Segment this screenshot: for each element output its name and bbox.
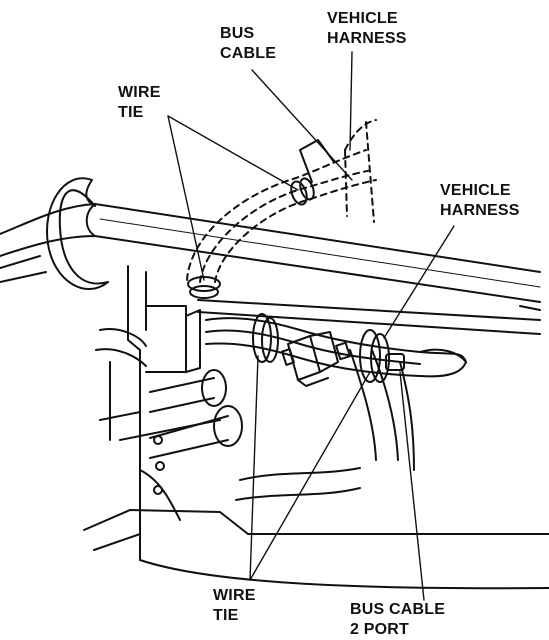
wire-tie-label-top: WIRE TIE xyxy=(118,83,161,123)
wire-tie-bottom-line2: TIE xyxy=(213,607,239,624)
bus-cable-connector xyxy=(281,331,351,387)
vehicle-harness-top-line2: HARNESS xyxy=(327,30,407,47)
vehicle-harness-label-right: VEHICLE HARNESS xyxy=(440,181,520,221)
left-hook xyxy=(0,177,109,291)
upper-wire-tie xyxy=(290,139,335,206)
bus-cable-label-top: BUS CABLE xyxy=(220,24,276,64)
vehicle-harness-label-top: VEHICLE HARNESS xyxy=(327,9,407,49)
bus-cable-top-line2: CABLE xyxy=(220,45,277,62)
bus-cable-2-port-label: BUS CABLE 2 PORT xyxy=(350,600,445,640)
frame-structure xyxy=(83,265,549,590)
vehicle-harness-right-line1: VEHICLE xyxy=(440,182,511,199)
wire-tie-label-bottom: WIRE TIE xyxy=(213,586,256,626)
vehicle-harness-right-line2: HARNESS xyxy=(440,202,520,219)
vehicle-harness-top-line1: VEHICLE xyxy=(327,10,398,27)
lower-rail xyxy=(197,299,541,335)
wire-tie-bottom-line1: WIRE xyxy=(213,587,256,604)
wire-tie-top-line1: WIRE xyxy=(118,84,161,101)
bus-cable-2-port-line1: BUS CABLE xyxy=(350,601,446,618)
cable-bundle xyxy=(205,317,467,471)
bus-cable-2-port-line2: 2 PORT xyxy=(350,621,409,638)
bus-cable-top-line1: BUS xyxy=(220,25,255,42)
wire-tie-top-line2: TIE xyxy=(118,104,144,121)
leader-lines xyxy=(167,51,455,601)
middle-wire-ties xyxy=(252,313,405,383)
